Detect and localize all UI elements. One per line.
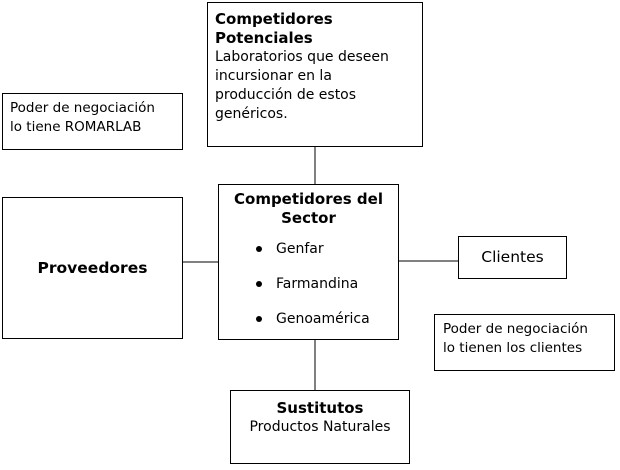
- note-negociacion-proveedores: Poder de negociación lo tiene ROMARLAB: [2, 93, 183, 150]
- list-item: Farmandina: [223, 275, 394, 293]
- sector-title-line-1: Competidores del: [234, 190, 383, 208]
- sector-title-line-2: Sector: [281, 209, 336, 227]
- sustitutos-title: Sustitutos: [276, 399, 364, 417]
- list-item: Genfar: [223, 240, 394, 258]
- potenciales-desc-line-4: genéricos.: [215, 106, 288, 122]
- note-right-line-2: lo tienen los clientes: [443, 340, 583, 356]
- note-negociacion-clientes: Poder de negociación lo tienen los clien…: [434, 314, 615, 371]
- clientes-title: Clientes: [481, 248, 544, 266]
- sustitutos-desc: Productos Naturales: [249, 419, 391, 435]
- proveedores-title: Proveedores: [37, 258, 148, 277]
- note-right-line-1: Poder de negociación: [443, 321, 588, 337]
- sector-competitor-list: Genfar Farmandina Genoamérica: [223, 240, 394, 328]
- bullet-icon: [256, 246, 262, 252]
- potenciales-desc-line-1: Laboratorios que deseen: [215, 49, 389, 65]
- bullet-icon: [256, 316, 262, 322]
- potenciales-desc-line-3: producción de estos: [215, 87, 357, 103]
- competitor-name: Farmandina: [276, 276, 359, 292]
- sustitutos-box: Sustitutos Productos Naturales: [230, 390, 410, 464]
- potenciales-title-line-2: Potenciales: [215, 29, 313, 47]
- list-item: Genoamérica: [223, 310, 394, 328]
- competidores-sector-box: Competidores del Sector Genfar Farmandin…: [218, 184, 399, 340]
- competitor-name: Genfar: [276, 241, 324, 257]
- competitor-name: Genoamérica: [276, 311, 370, 327]
- note-left-line-1: Poder de negociación: [10, 100, 155, 116]
- competidores-potenciales-box: Competidores Potenciales Laboratorios qu…: [207, 2, 423, 147]
- note-left-line-2: lo tiene ROMARLAB: [10, 119, 142, 135]
- potenciales-desc-line-2: incursionar en la: [215, 68, 332, 84]
- bullet-icon: [256, 281, 262, 287]
- potenciales-title-line-1: Competidores: [215, 10, 333, 28]
- proveedores-box: Proveedores: [2, 197, 183, 339]
- clientes-box: Clientes: [458, 236, 567, 279]
